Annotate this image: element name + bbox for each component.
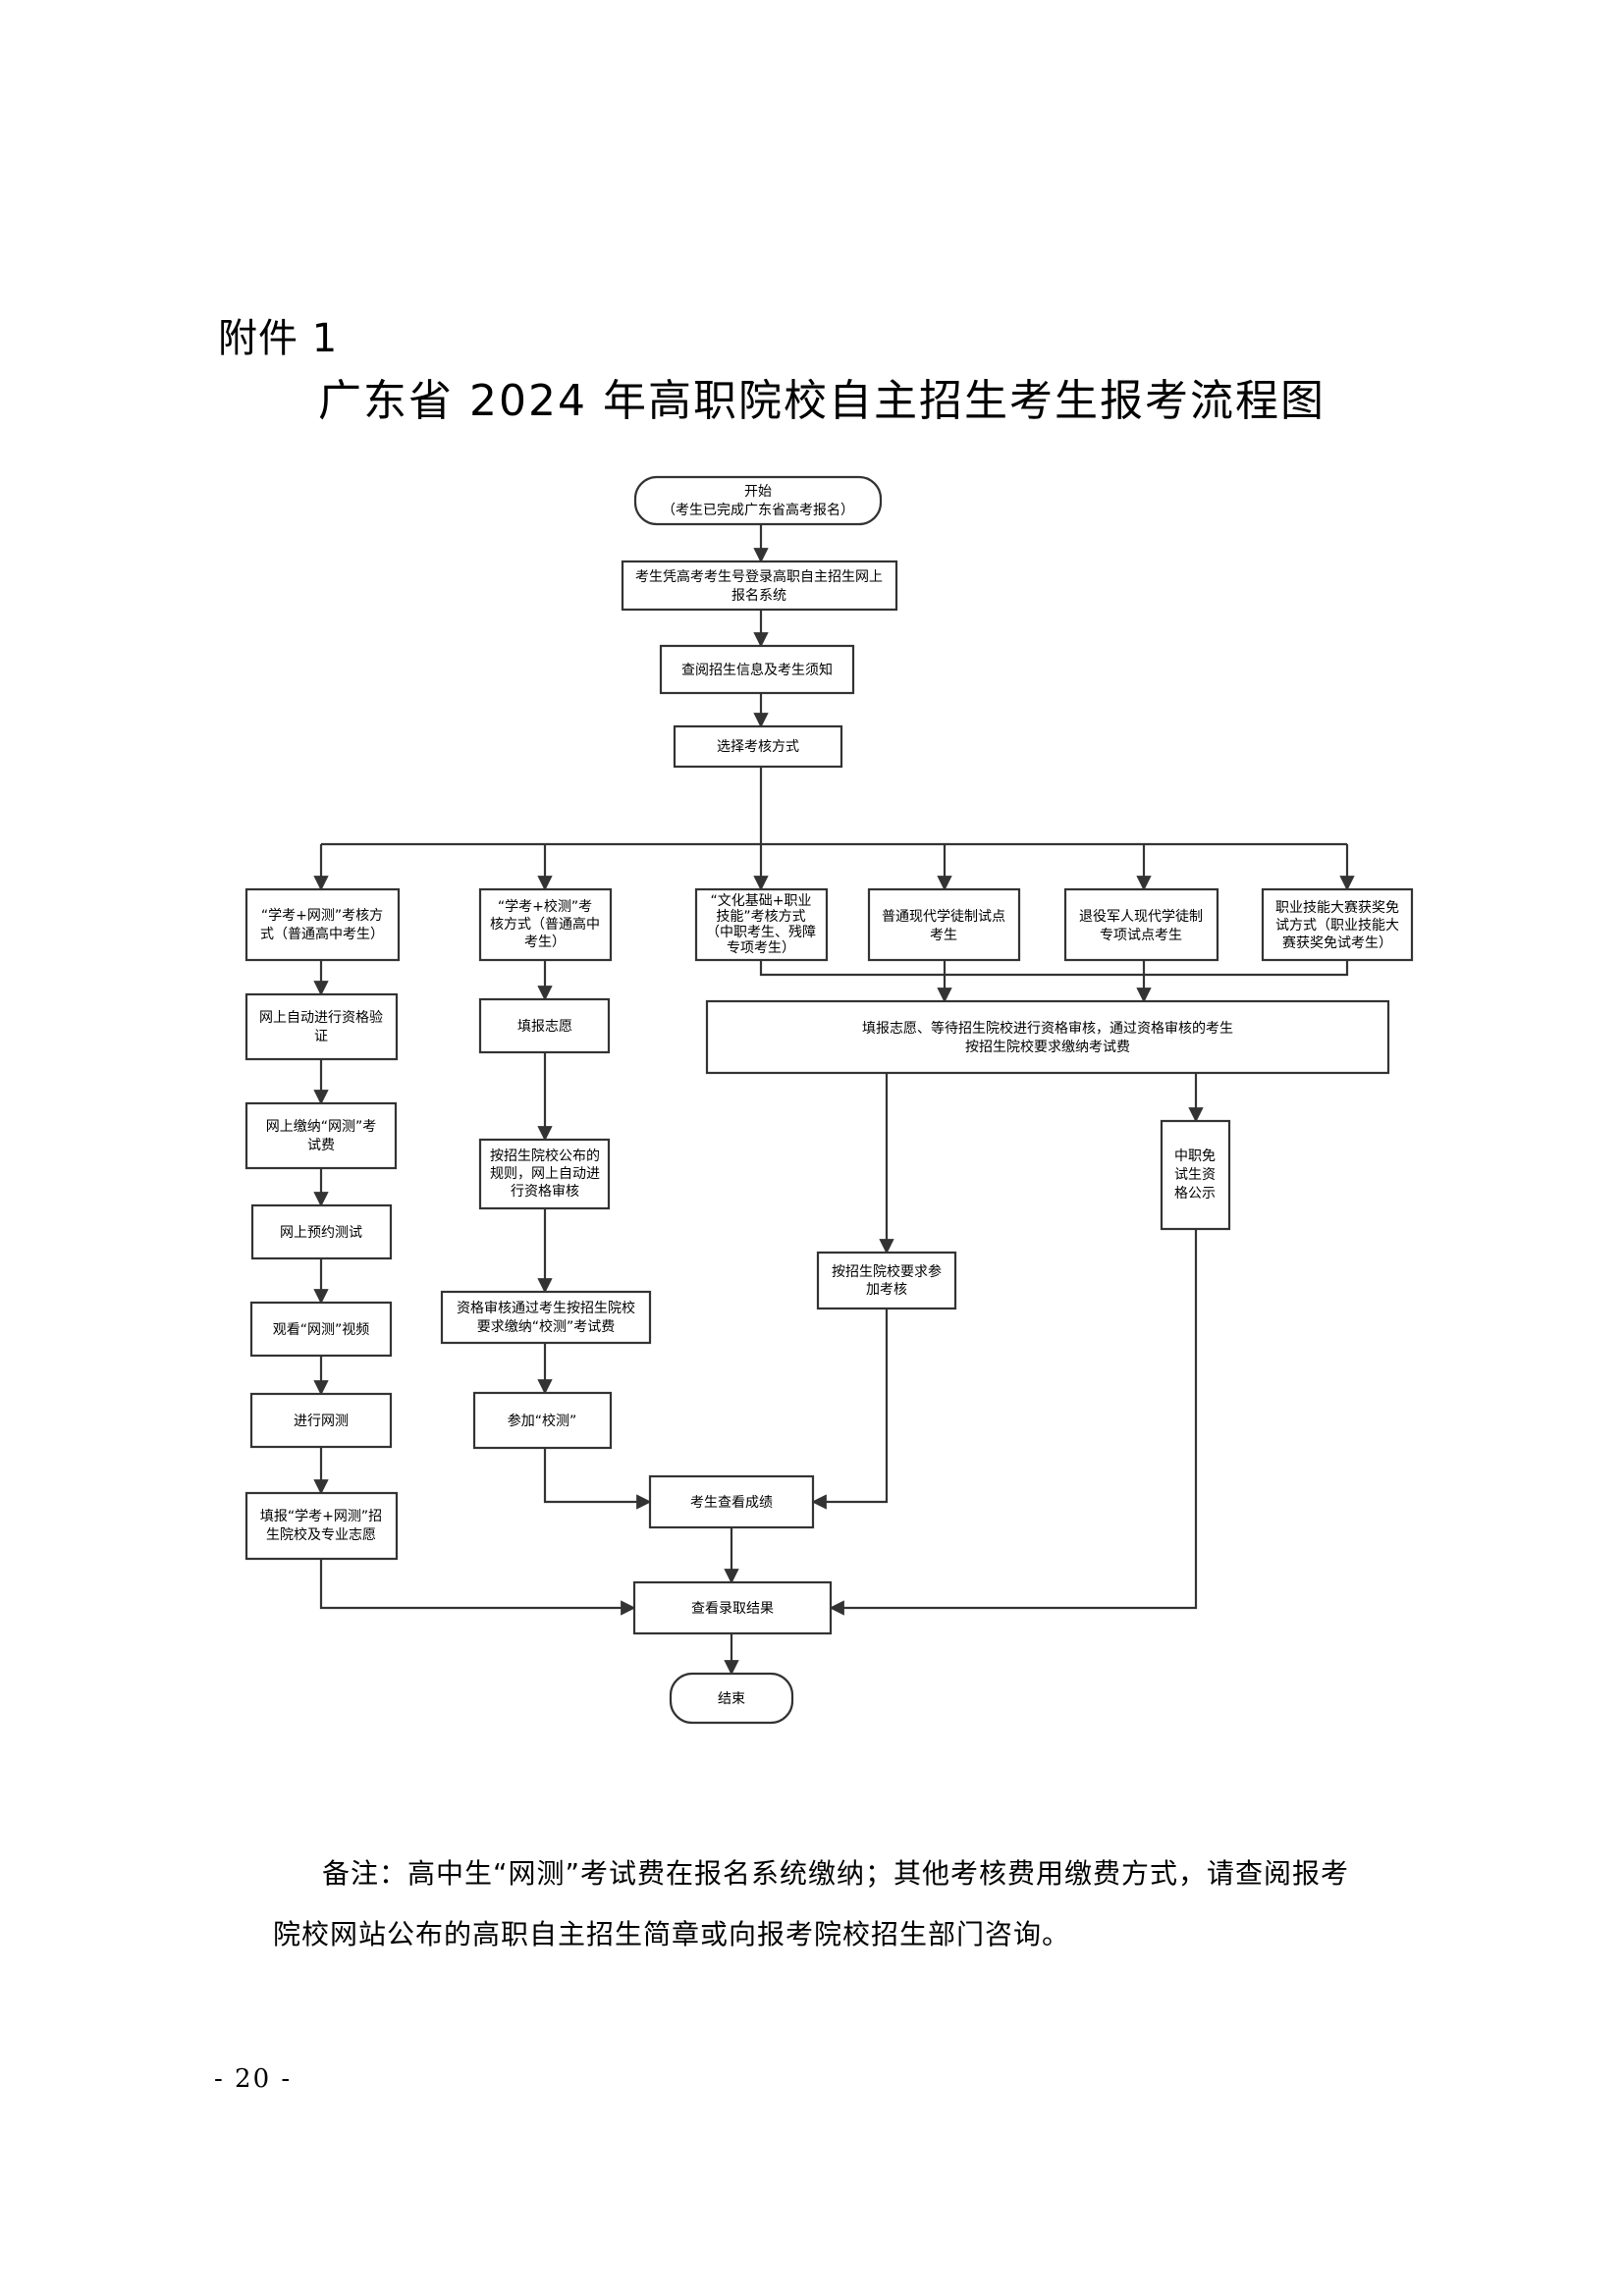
node-pay-xc: 资格审核通过考生按招生院校 要求缴纳“校测”考试费 xyxy=(440,1290,652,1345)
node-start: 开始 （考生已完成广东省高考报名） xyxy=(633,475,883,526)
node-wenhua-line: 专项考生） xyxy=(727,940,795,956)
node-fill-zy-line: 填报志愿 xyxy=(517,1019,572,1035)
attachment-label: 附件 1 xyxy=(218,316,339,361)
node-wenhua-line: 技能”考核方式 xyxy=(716,909,805,925)
node-wenhua-line: （中职考生、残障 xyxy=(706,925,816,940)
node-publicity-line: 试生资 xyxy=(1174,1167,1216,1183)
node-tuiyi: 退役军人现代学徒制 专项试点考生 xyxy=(1063,887,1219,962)
flow-edges xyxy=(313,524,1355,1676)
node-tuiyi-line: 专项试点考生 xyxy=(1100,928,1182,943)
node-putong-line: 考生 xyxy=(930,928,957,943)
node-pay-wc-line: 试费 xyxy=(307,1138,335,1153)
node-check-score-line: 考生查看成绩 xyxy=(690,1495,773,1511)
node-fill-wait-line: 填报志愿、等待招生院校进行资格审核，通过资格审核的考生 xyxy=(862,1020,1233,1037)
node-start-line: （考生已完成广东省高考报名） xyxy=(662,502,854,518)
node-xk-xc-line: “学考+校测”考 xyxy=(498,898,592,915)
edge-merge-bar xyxy=(759,960,1349,977)
node-publicity-line: 中职免 xyxy=(1174,1148,1216,1164)
node-pay-xc-line: 资格审核通过考生按招生院校 xyxy=(457,1300,635,1316)
node-xk-wc-line: 式（普通高中考生） xyxy=(260,926,384,942)
footnote: 备注：高中生“网测”考试费在报名系统缴纳；其他考核费用缴费方式，请查阅报考 院校… xyxy=(273,1843,1392,1965)
footnote-line-2: 院校网站公布的高职自主招生简章或向报考院校招生部门咨询。 xyxy=(273,1918,1071,1950)
node-check-result: 查看录取结果 xyxy=(632,1580,833,1635)
node-join-xc: 参加“校测” xyxy=(472,1391,613,1450)
node-choose-method-line: 选择考核方式 xyxy=(717,739,799,755)
node-fill-wait: 填报志愿、等待招生院校进行资格审核，通过资格审核的考生 按招生院校要求缴纳考试费 xyxy=(705,999,1390,1075)
node-pay-wc: 网上缴纳“网测”考 试费 xyxy=(244,1101,398,1170)
node-join-exam-line: 按招生院校要求参 xyxy=(832,1263,942,1280)
node-xk-xc-line: 核方式（普通高中 xyxy=(490,916,600,933)
node-wenhua: “文化基础+职业 技能”考核方式 （中职考生、残障 专项考生） xyxy=(694,887,829,962)
node-rule-review-line: 规则，网上自动进 xyxy=(490,1166,600,1182)
node-watch-video: 观看“网测”视频 xyxy=(249,1301,393,1358)
node-view-info: 查阅招生信息及考生须知 xyxy=(659,644,855,695)
footnote-line-1: 备注：高中生“网测”考试费在报名系统缴纳；其他考核费用缴费方式，请查阅报考 xyxy=(322,1857,1350,1890)
node-auto-verify-line: 证 xyxy=(314,1029,328,1044)
node-putong: 普通现代学徒制试点 考生 xyxy=(867,887,1021,962)
node-xk-wc: “学考+网测”考核方 式（普通高中考生） xyxy=(244,887,401,962)
node-fill-wc: 填报“学考+网测”招 生院校及专业志愿 xyxy=(244,1491,399,1561)
node-rule-review-line: 按招生院校公布的 xyxy=(490,1148,600,1164)
node-fill-wc-line: 填报“学考+网测”招 xyxy=(260,1509,382,1524)
node-rule-review-line: 行资格审核 xyxy=(511,1184,579,1200)
node-book-test-line: 网上预约测试 xyxy=(280,1225,362,1241)
node-watch-video-line: 观看“网测”视频 xyxy=(273,1322,370,1338)
node-check-result-line: 查看录取结果 xyxy=(691,1601,774,1617)
node-check-score: 考生查看成绩 xyxy=(648,1474,815,1529)
node-do-test: 进行网测 xyxy=(249,1392,393,1449)
node-pay-xc-line: 要求缴纳“校测”考试费 xyxy=(477,1318,616,1335)
node-rule-review: 按招生院校公布的 规则，网上自动进 行资格审核 xyxy=(478,1138,611,1210)
node-zhiye-line: 赛获奖免试考生） xyxy=(1282,934,1392,951)
node-zhiye: 职业技能大赛获奖免 试方式（职业技能大 赛获奖免试考生） xyxy=(1261,887,1414,962)
node-end-line: 结束 xyxy=(718,1691,745,1707)
node-fill-wc-line: 生院校及专业志愿 xyxy=(266,1526,376,1543)
node-join-exam-line: 加考核 xyxy=(866,1282,907,1298)
edge-join-score xyxy=(811,1308,889,1510)
node-fill-wait-line: 按招生院校要求缴纳考试费 xyxy=(965,1039,1130,1055)
node-book-test: 网上预约测试 xyxy=(250,1203,393,1260)
node-putong-line: 普通现代学徒制试点 xyxy=(882,909,1005,925)
edge-join-score xyxy=(543,1448,652,1510)
node-auto-verify: 网上自动进行资格验 证 xyxy=(244,992,399,1061)
node-view-info-line: 查阅招生信息及考生须知 xyxy=(681,662,833,678)
node-join-exam: 按招生院校要求参 加考核 xyxy=(816,1251,957,1310)
node-publicity: 中职免 试生资 格公示 xyxy=(1160,1119,1231,1231)
node-xk-xc-line: 考生） xyxy=(524,934,566,950)
node-start-line: 开始 xyxy=(744,484,772,500)
node-publicity-line: 格公示 xyxy=(1174,1186,1216,1201)
node-join-xc-line: 参加“校测” xyxy=(508,1413,577,1429)
node-tuiyi-line: 退役军人现代学徒制 xyxy=(1079,909,1203,925)
node-fill-zy: 填报志愿 xyxy=(478,997,611,1054)
node-pay-wc-line: 网上缴纳“网测”考 xyxy=(266,1119,377,1135)
page-number: - 20 - xyxy=(214,2064,293,2094)
node-auto-verify-line: 网上自动进行资格验 xyxy=(259,1010,383,1026)
node-do-test-line: 进行网测 xyxy=(294,1414,349,1429)
node-end: 结束 xyxy=(669,1672,794,1725)
node-xk-wc-line: “学考+网测”考核方 xyxy=(261,908,383,924)
page-title: 广东省 2024 年高职院校自主招生考生报考流程图 xyxy=(318,376,1326,426)
node-xk-xc: “学考+校测”考 核方式（普通高中 考生） xyxy=(478,887,613,962)
node-choose-method: 选择考核方式 xyxy=(673,724,843,769)
node-zhiye-line: 职业技能大赛获奖免 xyxy=(1275,899,1399,916)
node-login-line: 考生凭高考考生号登录高职自主招生网上 xyxy=(635,568,883,585)
edge-fill-result xyxy=(319,1559,636,1616)
node-zhiye-line: 试方式（职业技能大 xyxy=(1275,918,1399,934)
node-login: 考生凭高考考生号登录高职自主招生网上 报名系统 xyxy=(621,560,898,612)
node-login-line: 报名系统 xyxy=(731,588,786,604)
node-wenhua-line: “文化基础+职业 xyxy=(711,892,812,909)
edge-publicity-result xyxy=(829,1229,1198,1616)
